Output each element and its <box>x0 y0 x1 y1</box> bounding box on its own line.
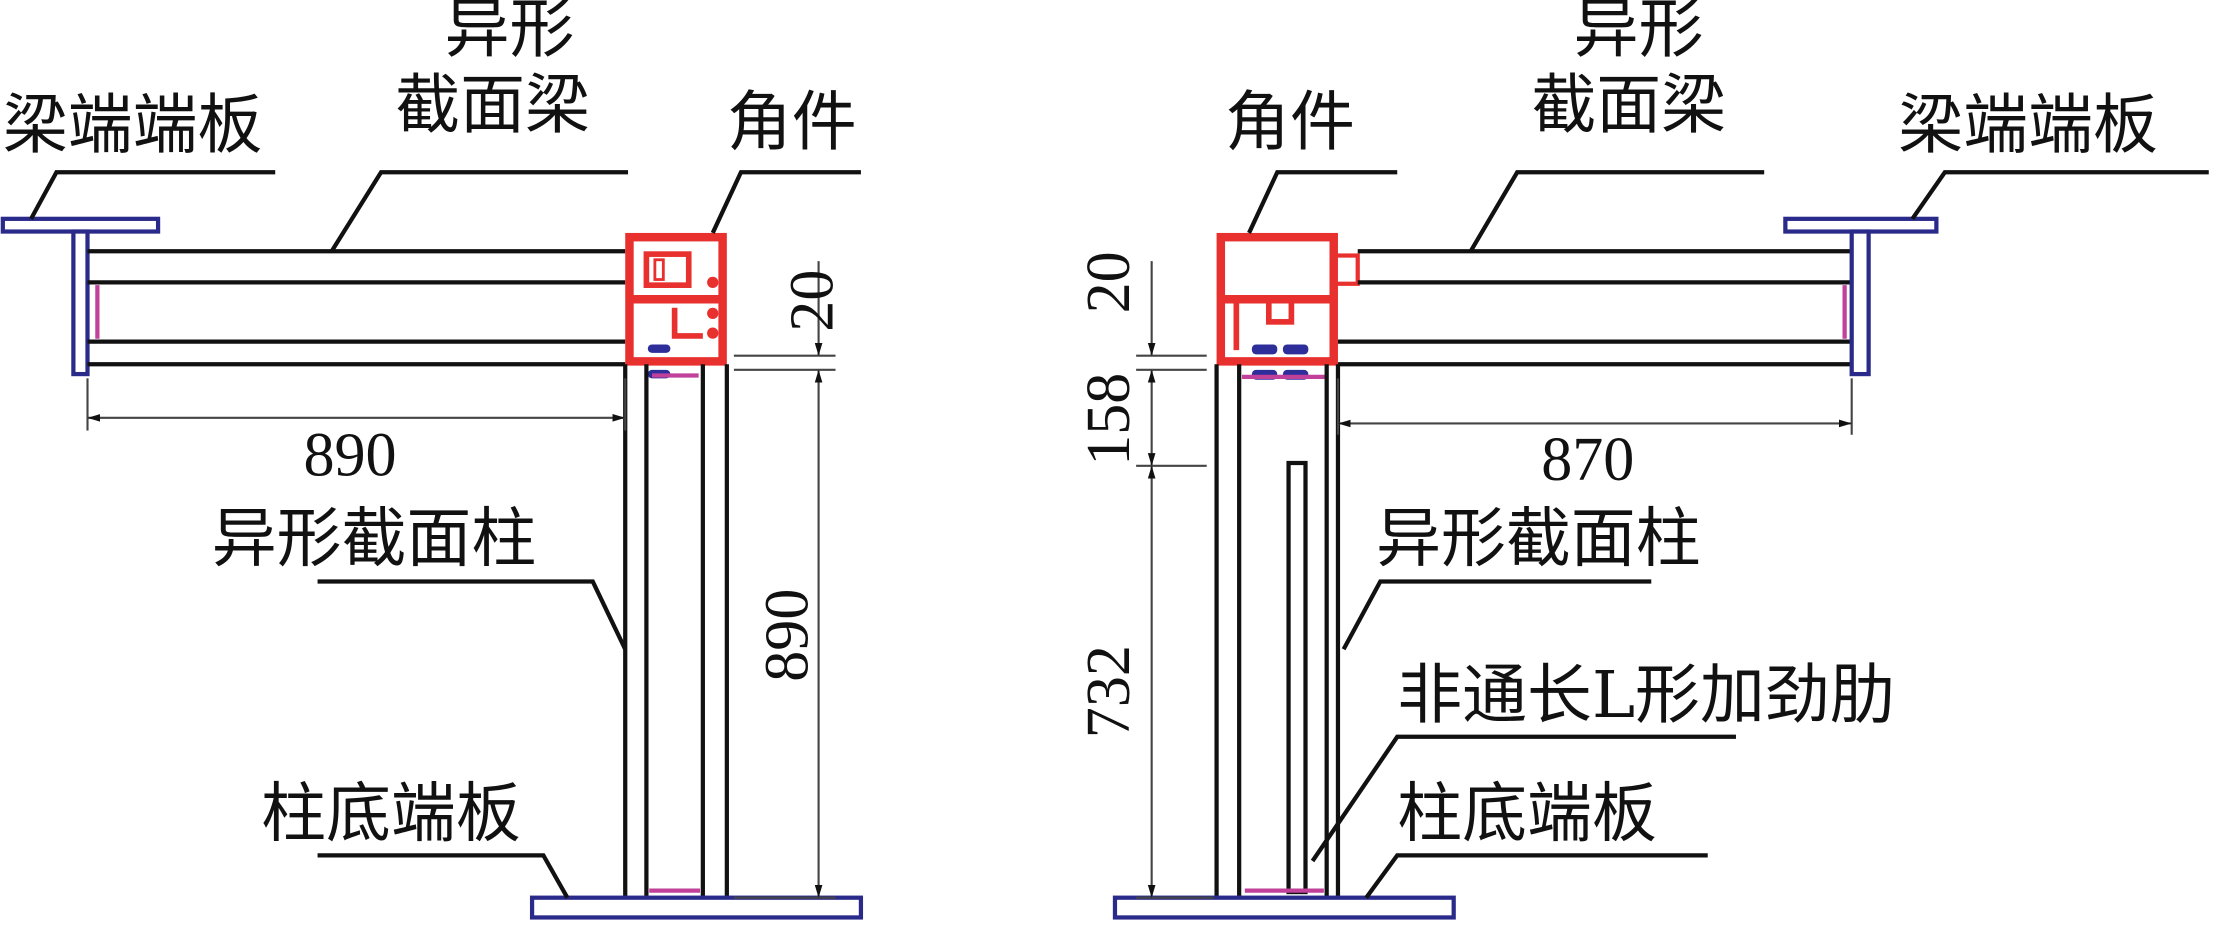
left-label-column-base-plate: 柱底端板 <box>261 777 521 852</box>
right-label-beam-end-plate: 梁端端板 <box>1898 88 2158 163</box>
right-dim-lower-segment: 732 <box>1075 645 1143 738</box>
right-label-stiffener: 非通长L形加劲肋 <box>1397 658 1894 733</box>
left-label-beam-1: 异形 <box>445 0 575 67</box>
left-dimensions: 890 20 890 <box>86 261 847 899</box>
leader-line <box>317 579 628 651</box>
left-dim-corner-gap: 20 <box>779 270 847 332</box>
right-column-base-plate <box>1112 895 1456 920</box>
left-label-beam-2: 截面梁 <box>395 68 590 143</box>
right-label-corner-piece: 角件 <box>1225 85 1355 160</box>
left-label-beam-end-plate: 梁端端板 <box>3 88 263 163</box>
right-label-column-base-plate: 柱底端板 <box>1397 777 1657 852</box>
right-dim-beam-length: 870 <box>1541 426 1634 494</box>
right-joint: 870 20 158 732 角件 异形 截面梁 梁端端板 异形截面柱 非通长L… <box>1075 0 2209 920</box>
left-beam-end-plate <box>0 216 161 377</box>
leader-line <box>1468 170 1765 253</box>
left-beam <box>87 249 626 367</box>
right-label-beam-1: 异形 <box>1574 0 1704 67</box>
leader-line <box>1910 170 2209 221</box>
leader-line <box>710 170 861 234</box>
right-dim-corner-gap: 20 <box>1075 251 1143 313</box>
right-label-column: 异形截面柱 <box>1376 501 1701 576</box>
leader-line <box>317 853 570 899</box>
right-beam <box>1337 249 1852 367</box>
left-column-base-plate <box>529 895 864 920</box>
right-dimensions: 870 20 158 732 <box>1075 251 1853 899</box>
right-beam-end-plate <box>1783 216 1939 377</box>
leader-line <box>1364 853 1708 899</box>
left-dim-column-length: 890 <box>753 589 821 682</box>
leader-line <box>1341 579 1652 651</box>
leader-line <box>1310 734 1736 863</box>
left-dim-beam-length: 890 <box>303 422 396 490</box>
leader-line <box>1247 170 1398 234</box>
right-column <box>1214 364 1341 898</box>
right-corner-piece <box>1216 232 1360 380</box>
right-label-beam-2: 截面梁 <box>1531 68 1726 143</box>
right-dim-upper-segment: 158 <box>1075 373 1143 466</box>
left-label-corner-piece: 角件 <box>727 85 857 160</box>
left-joint: 890 20 890 梁端端板 异形 截面梁 角件 异形截面柱 柱底端板 <box>0 0 864 920</box>
left-label-column: 异形截面柱 <box>212 501 537 576</box>
leader-line <box>29 170 276 220</box>
left-corner-piece <box>625 232 727 379</box>
leader-line <box>329 170 629 253</box>
left-column <box>623 364 729 898</box>
right-l-stiffener <box>1286 460 1308 895</box>
